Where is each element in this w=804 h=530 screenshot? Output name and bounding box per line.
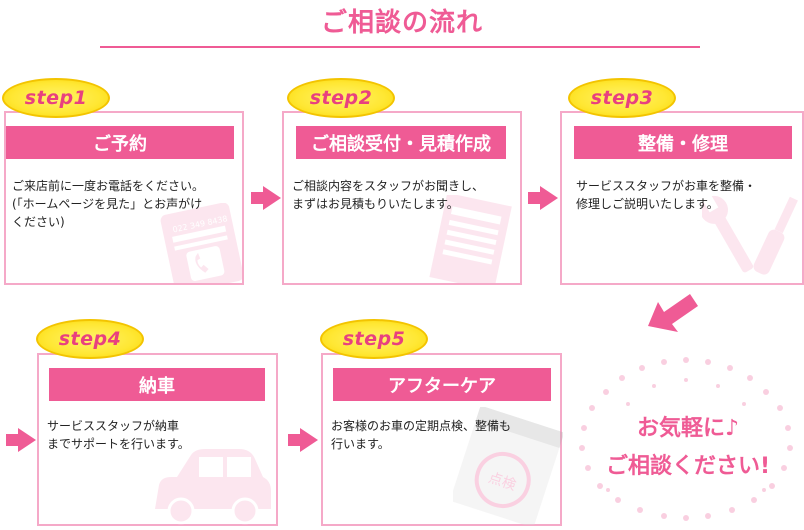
step-card-4: 納車 サービススタッフが納車 までサポートを行います。 (37, 353, 278, 526)
cta-message: お気軽に♪ ご相談ください! (577, 410, 799, 486)
step-badge-2: step2 (287, 78, 395, 118)
cta-line-2: ご相談ください! (605, 454, 771, 479)
dotted-circle-decoration (579, 357, 793, 521)
step-card-1: 022 349 8438 ご予約 ご来店前に一度お電話をください。 (「ホームペ… (4, 111, 244, 285)
step-description: サービススタッフが納車 までサポートを行います。 (47, 419, 190, 451)
step-description: ご相談内容をスタッフがお聞きし、 まずはお見積もりいたします。 (292, 179, 485, 211)
step-card-5: 点検 アフターケア お客様のお車の定期点検、整備も 行います。 (321, 353, 563, 526)
estimate-document-icon (429, 195, 512, 285)
step-heading: ご予約 (6, 126, 234, 159)
arrow-right-icon (288, 428, 318, 452)
arrow-right-icon (251, 186, 281, 210)
step-card-3: 整備・修理 サービススタッフがお車を整備・ 修理しご説明いたします。 (560, 111, 804, 285)
step-description: サービススタッフがお車を整備・ 修理しご説明いたします。 (576, 179, 757, 211)
inspection-calendar-icon: 点検 (453, 407, 563, 525)
step-badge-4: step4 (36, 319, 144, 359)
step-heading: 納車 (49, 368, 265, 401)
tools-icon (702, 195, 798, 275)
arrow-right-icon (6, 428, 36, 452)
step-heading: 整備・修理 (574, 126, 792, 159)
step-badge-3: step3 (568, 78, 676, 118)
title-underline (100, 46, 700, 48)
step-description: ご来店前に一度お電話をください。 (「ホームページを見た」とお声がけ ください) (12, 179, 205, 229)
step-badge-5: step5 (320, 319, 428, 359)
arrow-right-icon (528, 186, 558, 210)
step-badge-1: step1 (2, 78, 110, 118)
step-heading: ご相談受付・見積作成 (296, 126, 506, 159)
cta-line-1: お気軽に♪ (636, 416, 740, 441)
arrow-down-left-icon (648, 294, 698, 332)
page-title: ご相談の流れ (320, 8, 483, 38)
step-heading: アフターケア (333, 368, 551, 401)
step-card-2: ご相談受付・見積作成 ご相談内容をスタッフがお聞きし、 まずはお見積もりいたしま… (282, 111, 522, 285)
step-description: お客様のお車の定期点検、整備も 行います。 (331, 419, 512, 451)
car-icon (155, 449, 271, 525)
phone-card-icon: 022 349 8438 (160, 203, 244, 283)
